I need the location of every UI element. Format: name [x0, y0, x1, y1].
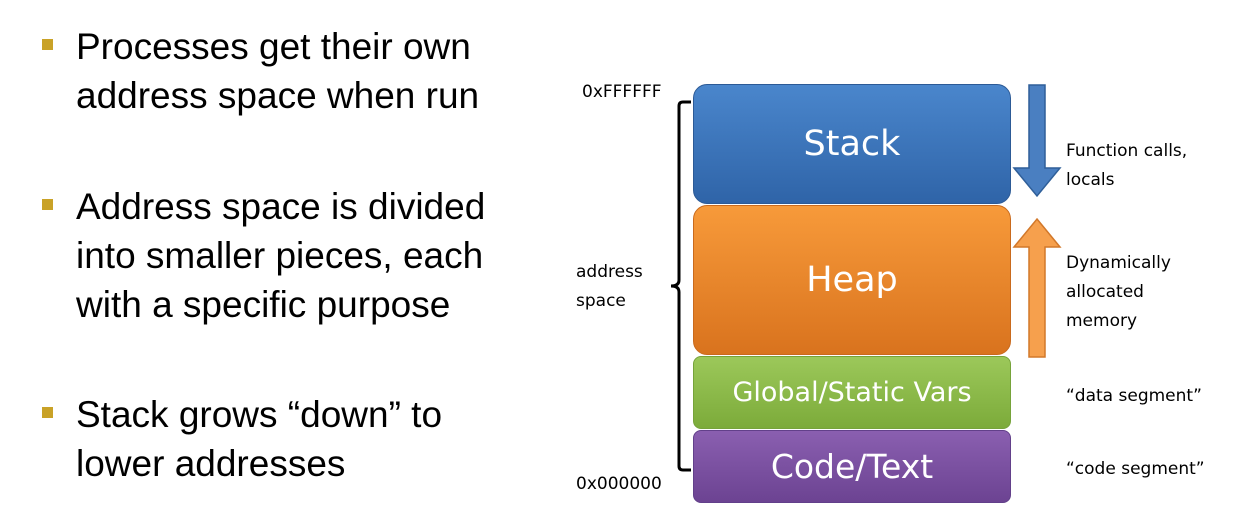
- bullet-item: Address space is divided into smaller pi…: [42, 182, 546, 329]
- square-bullet-icon: [42, 39, 53, 50]
- top-address-label: 0xFFFFFF: [582, 82, 662, 102]
- code-text-segment: Code/Text: [693, 430, 1011, 503]
- global-static-segment: Global/Static Vars: [693, 356, 1011, 429]
- data-segment-note: “data segment”: [1066, 386, 1202, 406]
- stack-note: Function calls, locals: [1066, 141, 1188, 190]
- heap-note: Dynamically allocated memory: [1066, 253, 1171, 331]
- bullet-item: Processes get their own address space wh…: [42, 22, 546, 120]
- bottom-address-label: 0x000000: [576, 474, 662, 494]
- heap-segment: Heap: [693, 205, 1011, 355]
- code-segment-note: “code segment”: [1066, 459, 1205, 479]
- square-bullet-icon: [42, 199, 53, 210]
- bullet-text: Processes get their own address space wh…: [76, 26, 480, 116]
- arrow-up-icon: [1012, 217, 1062, 358]
- brace-icon: [670, 100, 691, 472]
- square-bullet-icon: [42, 407, 53, 418]
- global-static-label: Global/Static Vars: [732, 377, 972, 408]
- code-text-label: Code/Text: [770, 447, 934, 486]
- memory-layout-diagram: 0xFFFFFF 0x000000 address space Stack He…: [560, 70, 1240, 510]
- stack-segment: Stack: [693, 84, 1011, 204]
- bullet-item: Stack grows “down” to lower addresses: [42, 390, 546, 488]
- heap-label: Heap: [806, 260, 898, 300]
- address-space-label: address space: [576, 262, 643, 311]
- arrow-down-icon: [1012, 84, 1062, 198]
- stack-label: Stack: [803, 124, 901, 164]
- bullet-text: Stack grows “down” to lower addresses: [76, 394, 443, 484]
- bullet-text: Address space is divided into smaller pi…: [76, 186, 486, 325]
